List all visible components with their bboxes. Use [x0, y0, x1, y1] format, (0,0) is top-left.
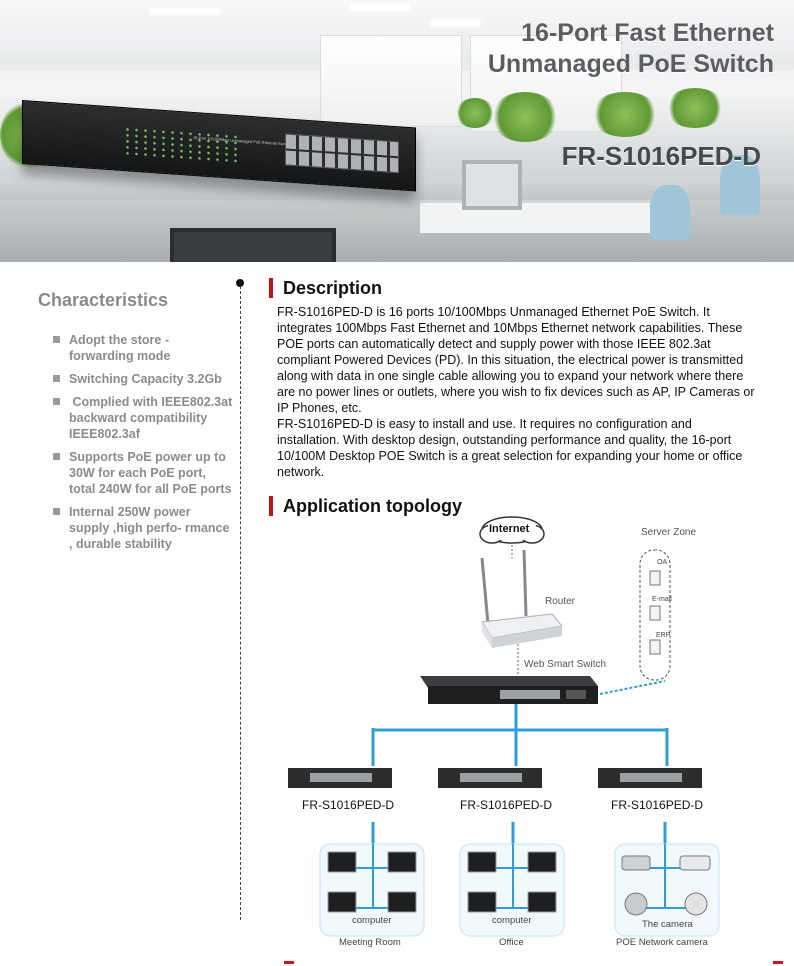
product-title-line2: Unmanaged PoE Switch: [487, 50, 774, 78]
office-monitor: [462, 160, 522, 210]
description-paragraph: FR-S1016PED-D is easy to install and use…: [277, 417, 743, 479]
office-window: [320, 35, 462, 127]
description-paragraph: FR-S1016PED-D is 16 ports 10/100Mbps Unm…: [277, 305, 755, 415]
characteristic-item: Internal 250W power supply ,high perfo- …: [53, 504, 233, 552]
branch-switch-icon: [598, 768, 702, 788]
computer-label: computer: [492, 915, 532, 926]
description-text: FR-S1016PED-D is 16 ports 10/100Mbps Unm…: [277, 304, 755, 480]
plant-decoration: [665, 88, 725, 128]
topology-heading: Application topology: [269, 496, 462, 516]
camera-label: The camera: [642, 919, 693, 930]
ceiling-light: [350, 4, 410, 10]
plant-decoration: [455, 98, 495, 128]
product-model: FR-S1016PED-D: [561, 141, 761, 171]
branch-switch-icon: [288, 768, 392, 788]
topology-lines: [288, 516, 720, 937]
divider-dot: [236, 279, 244, 287]
office-monitor: [170, 228, 336, 262]
room-label: POE Network camera: [616, 937, 708, 948]
plant-decoration: [590, 92, 660, 137]
computer-label: computer: [352, 915, 392, 926]
characteristics-panel: [0, 262, 240, 966]
characteristic-item: Switching Capacity 3.2Gb: [53, 371, 233, 387]
branch-model-label: FR-S1016PED-D: [460, 798, 553, 812]
web-switch-label: Web Smart Switch: [524, 659, 607, 670]
server-zone-icon: [639, 549, 671, 681]
characteristic-item: Complied with IEEE802.3at backward compa…: [53, 394, 233, 442]
branch-switch-icon: [438, 768, 542, 788]
router-icon: [480, 549, 563, 648]
characteristics-title: Characteristics: [38, 290, 169, 310]
branch-model-label: FR-S1016PED-D: [302, 798, 395, 812]
office-chair: [720, 155, 760, 215]
characteristics-list: Adopt the store - forwarding mode Switch…: [53, 332, 233, 559]
server-email-label: E-mail: [652, 596, 672, 603]
status-leds: [123, 126, 243, 165]
room-label: Meeting Room: [339, 937, 401, 948]
column-divider: [240, 286, 241, 920]
plant-decoration: [490, 92, 560, 142]
internet-cloud-icon: [479, 516, 545, 544]
footer-accent: [284, 961, 294, 964]
characteristic-item: Supports PoE power up to 30W for each Po…: [53, 449, 233, 497]
office-chair: [650, 185, 690, 240]
product-title-line1: 16-Port Fast Ethernet: [521, 19, 774, 47]
ethernet-ports: [285, 133, 399, 174]
hero-banner: 16-Port 10/100Mbps Unmanaged PoE Etherne…: [0, 0, 794, 262]
ceiling-light: [430, 20, 480, 26]
product-title: 16-Port Fast Ethernet Unmanaged PoE Swit…: [488, 18, 774, 80]
ceiling-light: [150, 8, 220, 14]
characteristic-item: Adopt the store - forwarding mode: [53, 332, 233, 364]
footer-accent: [773, 961, 783, 964]
computer-icon: [327, 851, 557, 913]
room-label: Office: [499, 937, 524, 948]
branch-model-label: FR-S1016PED-D: [611, 798, 704, 812]
server-zone-label: Server Zone: [641, 527, 697, 538]
router-label: Router: [545, 596, 576, 607]
web-smart-switch-icon: [420, 676, 598, 704]
internet-label: Internet: [489, 523, 530, 535]
description-heading: Description: [269, 278, 382, 298]
server-oa-label: OA: [657, 559, 668, 566]
ip-camera-icon: [621, 855, 711, 916]
office-desk: [420, 200, 680, 233]
topology-diagram: Internet Router Server Zone OA E-mail ER…: [270, 516, 770, 956]
server-erp-label: ERP: [656, 632, 671, 639]
